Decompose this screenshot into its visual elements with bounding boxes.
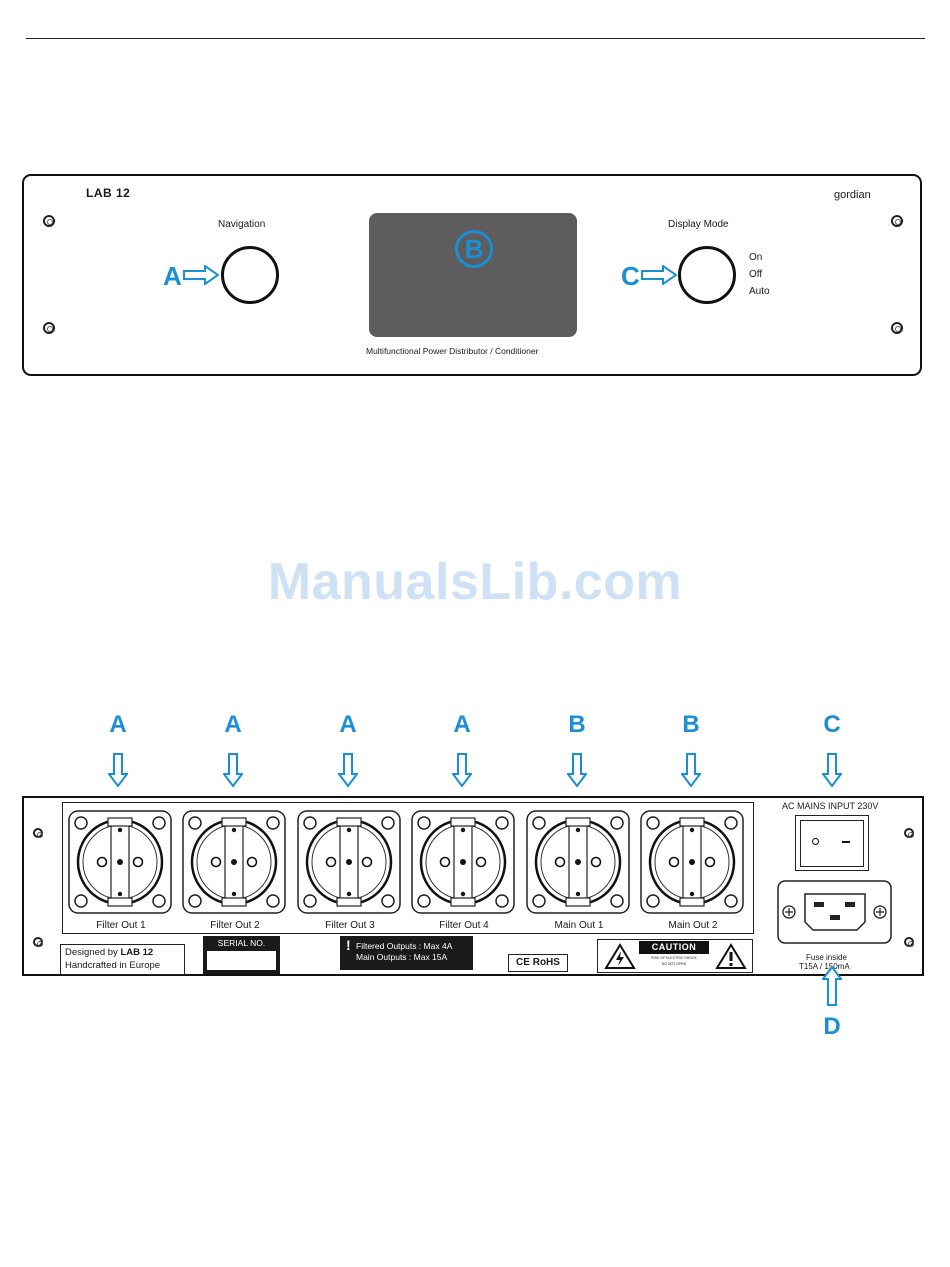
callout-b-2: B: [682, 711, 700, 738]
ce-rohs-mark: CE RoHS: [508, 954, 568, 972]
screw-icon: [904, 828, 914, 838]
outlet-label-filter-out-2: Filter Out 2: [210, 920, 260, 931]
screw-icon: [33, 828, 43, 838]
arrow-down-icon: [822, 753, 842, 787]
power-switch[interactable]: [795, 815, 869, 871]
socket-filter-out-2: [182, 810, 286, 919]
navigation-knob[interactable]: [221, 246, 279, 304]
brand-logo-left: LAB 12: [86, 186, 131, 200]
caution-line2: DO NOT OPEN: [661, 962, 687, 966]
caution-title: CAUTION: [639, 941, 709, 954]
callout-d: D: [823, 1013, 841, 1040]
schuko-socket-icon: [411, 810, 515, 914]
callout-b: B: [455, 230, 493, 268]
arrow-down-icon: [681, 753, 701, 787]
arrow-right-icon: [183, 265, 219, 285]
caution-line1: RISK OF ELECTRIC SHOCK: [651, 956, 697, 960]
schuko-socket-icon: [526, 810, 630, 914]
outlet-label-filter-out-3: Filter Out 3: [325, 920, 375, 931]
schuko-socket-icon: [640, 810, 744, 914]
output-rating-line2: Main Outputs : Max 15A: [356, 952, 448, 962]
outlet-bank: [62, 802, 754, 934]
schuko-socket-icon: [68, 810, 172, 914]
display-mode-knob[interactable]: [678, 246, 736, 304]
mode-option-on: On: [749, 252, 763, 263]
designed-by-brand: LAB 12: [120, 947, 154, 958]
socket-filter-out-3: [297, 810, 401, 919]
serial-plate: SERIAL NO.: [203, 936, 280, 974]
warning-icon: [715, 943, 747, 969]
callout-a-1: A: [109, 711, 127, 738]
socket-filter-out-4: [411, 810, 515, 919]
output-rating-line1: Filtered Outputs : Max 4A: [356, 941, 453, 951]
designer-plate: Designed by LAB 12 Handcrafted in Europe: [60, 944, 185, 975]
outlet-label-filter-out-1: Filter Out 1: [96, 920, 146, 931]
screw-icon: [891, 215, 903, 227]
schuko-socket-icon: [297, 810, 401, 914]
arrow-right-icon: [641, 265, 677, 285]
mode-option-auto: Auto: [749, 286, 770, 297]
switch-on-icon: [842, 841, 850, 843]
callout-c-rear: C: [823, 711, 841, 738]
fuse-info-line1: Fuse inside: [806, 953, 847, 962]
callout-a: A: [163, 261, 182, 291]
schuko-socket-icon: [182, 810, 286, 914]
outlet-label-main-out-2: Main Out 2: [668, 920, 718, 931]
callout-b-1: B: [568, 711, 586, 738]
socket-main-out-1: [526, 810, 630, 919]
serial-label: SERIAL NO.: [217, 938, 266, 948]
handcrafted-text: Handcrafted in Europe: [65, 960, 161, 971]
outlet-label-filter-out-4: Filter Out 4: [439, 920, 489, 931]
serial-field: [207, 951, 276, 970]
designed-by-prefix: Designed by: [65, 947, 118, 958]
output-rating-plate: ! Filtered Outputs : Max 4A Main Outputs…: [340, 936, 473, 970]
arrow-down-icon: [567, 753, 587, 787]
callout-a-2: A: [224, 711, 242, 738]
watermark: ManualsLib.com: [267, 553, 683, 611]
arrow-down-icon: [223, 753, 243, 787]
exclamation-icon: !: [346, 937, 351, 953]
electric-hazard-icon: [604, 943, 636, 969]
ac-input-label: AC MAINS INPUT 230V: [782, 801, 879, 811]
mode-option-off: Off: [749, 269, 763, 280]
iec-inlet-icon: [777, 880, 892, 944]
screw-icon: [33, 937, 43, 947]
fuse-info-line2: T15A / 150mA: [799, 962, 850, 971]
switch-off-icon: [812, 838, 819, 845]
brand-logo-right: gordian: [834, 189, 871, 201]
screw-icon: [43, 215, 55, 227]
screw-icon: [891, 322, 903, 334]
display-mode-label: Display Mode: [668, 219, 729, 230]
caution-plate: CAUTION RISK OF ELECTRIC SHOCK DO NOT OP…: [597, 939, 753, 973]
tagline: Multifunctional Power Distributor / Cond…: [366, 346, 539, 356]
socket-filter-out-1: [68, 810, 172, 919]
arrow-down-icon: [338, 753, 358, 787]
screw-icon: [43, 322, 55, 334]
arrow-down-icon: [452, 753, 472, 787]
callout-a-3: A: [339, 711, 357, 738]
outlet-label-main-out-1: Main Out 1: [554, 920, 604, 931]
arrow-up-icon: [822, 966, 842, 1006]
callout-a-4: A: [453, 711, 471, 738]
callout-c: C: [621, 261, 640, 291]
screw-icon: [904, 937, 914, 947]
arrow-down-icon: [108, 753, 128, 787]
top-rule: [26, 38, 925, 39]
front-panel: [22, 174, 922, 376]
socket-main-out-2: [640, 810, 744, 919]
navigation-label: Navigation: [218, 219, 266, 230]
